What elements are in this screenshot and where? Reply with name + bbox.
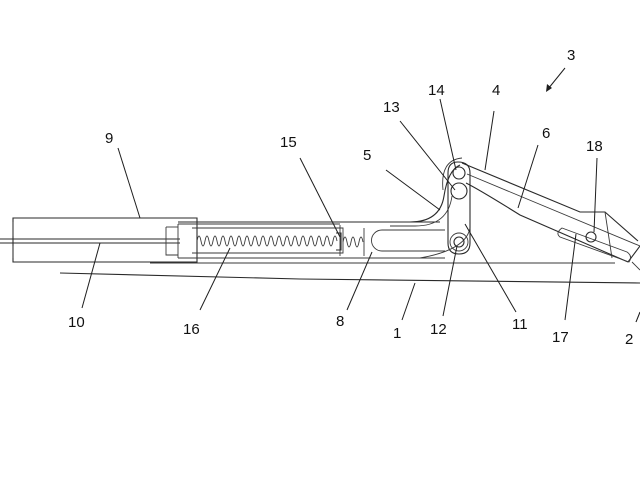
- slot-17: [557, 227, 632, 263]
- leader-16: [199, 247, 231, 311]
- leader-2: [635, 311, 640, 323]
- assembly-arrow-3: [546, 67, 566, 92]
- label-13: 13: [383, 99, 400, 116]
- leader-12: [442, 245, 458, 317]
- leader-14: [439, 98, 457, 171]
- leader-6: [517, 144, 539, 209]
- base-rail-1: [59, 272, 640, 284]
- leader-4: [484, 110, 495, 171]
- label-1: 1: [393, 325, 401, 342]
- leader-8: [346, 251, 373, 311]
- leader-5: [385, 169, 441, 211]
- label-5: 5: [363, 147, 371, 164]
- lower-pivot-12: [453, 236, 465, 248]
- label-11: 11: [512, 316, 528, 333]
- label-17-final: 17: [552, 329, 569, 346]
- compression-spring-16: [196, 235, 338, 247]
- link-plate-11: [447, 161, 471, 255]
- label-9: 9: [105, 130, 113, 147]
- slot-pin-18: [585, 231, 597, 243]
- label-16: 16: [183, 321, 200, 338]
- label-4: 4: [492, 82, 500, 99]
- leader-10: [81, 242, 101, 309]
- label-14: 14: [428, 82, 445, 99]
- leader-17: [564, 233, 577, 321]
- label-3: 3: [567, 47, 575, 64]
- arm-6: [465, 182, 629, 263]
- leader-15: [299, 157, 341, 238]
- rod-10: [0, 238, 180, 244]
- slider-housing-8: [165, 221, 445, 259]
- upper-lever-4: [461, 162, 639, 242]
- right-end-2: [631, 261, 640, 323]
- middle-pivot-13: [450, 182, 468, 200]
- label-8: 8: [336, 313, 344, 330]
- label-15: 15: [280, 134, 297, 151]
- leader-13: [399, 120, 456, 191]
- label-12: 12: [430, 321, 447, 338]
- slot-in-slider: [371, 229, 445, 252]
- leader-11: [464, 223, 517, 313]
- label-2: 2: [625, 331, 633, 348]
- outer-housing-9: [12, 217, 198, 263]
- leader-9: [117, 147, 141, 219]
- leader-18: [593, 157, 598, 233]
- leader-1: [401, 282, 416, 321]
- label-18: 18: [586, 138, 603, 155]
- label-10: 10: [68, 314, 85, 331]
- label-6: 6: [542, 125, 550, 142]
- upper-pivot-14: [452, 166, 466, 180]
